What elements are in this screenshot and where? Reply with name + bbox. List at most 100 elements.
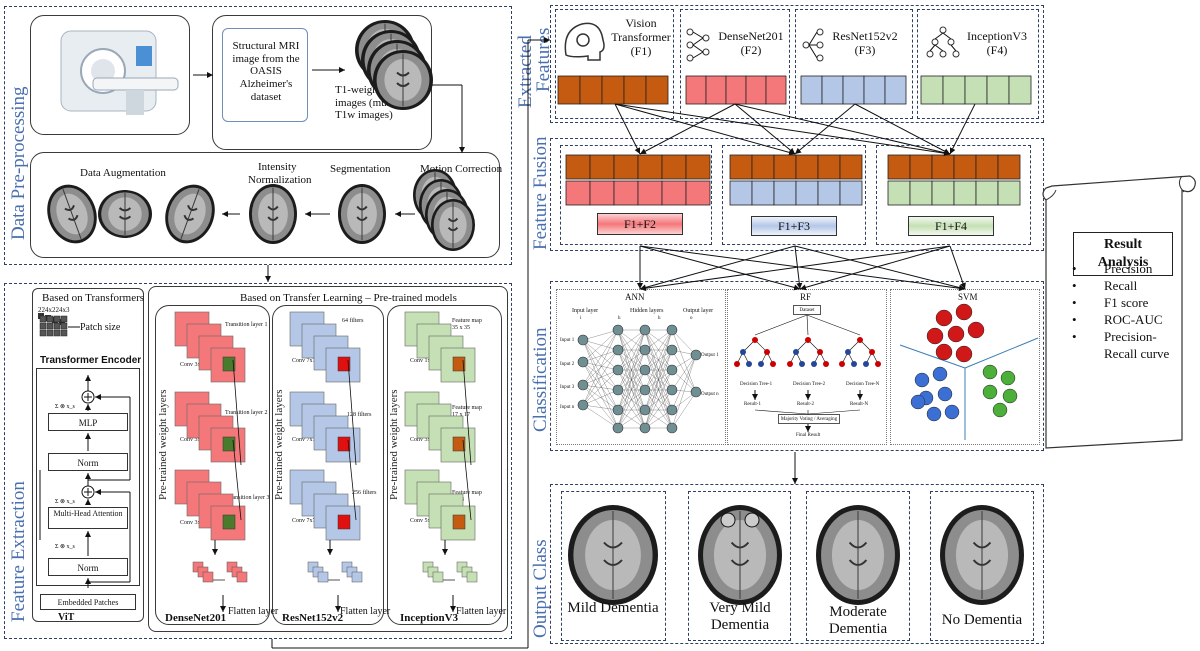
- network-icon: [686, 28, 710, 62]
- fusion3-bottom-cell-5: [997, 180, 1021, 206]
- resnet-block-1-accent: [337, 356, 351, 372]
- output-mild-dementia-label: Mild Dementia: [567, 600, 659, 616]
- net-node-4: [702, 48, 710, 56]
- ann-edge: [582, 339, 619, 391]
- normalization-brain: [249, 184, 297, 244]
- input-size-label: 224x224x3: [38, 306, 70, 314]
- fusion3-top-cell-4: [975, 154, 999, 180]
- ann-node-0-2: [577, 379, 589, 391]
- ann-edge: [582, 329, 619, 406]
- vit-eq-3: Σ ⊗ x_s: [55, 544, 76, 550]
- classification-panel: [550, 281, 1044, 451]
- ann-edge: [644, 389, 673, 411]
- vit-norm-block-1: Norm: [48, 453, 128, 471]
- rf-result-2-label: Result-2: [797, 402, 814, 407]
- ann-node-1-1: [612, 344, 624, 356]
- rf-tree0-node-2: [764, 349, 770, 355]
- fusion-label-f1-f3: F1+F3: [751, 216, 837, 236]
- rf-title: RF: [800, 292, 812, 302]
- step-data-augmentation: Data Augmentation: [80, 167, 166, 179]
- output-box-no-dementia: [930, 491, 1034, 641]
- rf-final-result-label: Final Result: [796, 433, 821, 438]
- ann-edge: [582, 384, 619, 429]
- ann-edge: [617, 329, 646, 391]
- ann-edge: [582, 339, 619, 351]
- mri-scanner-icon: [60, 30, 179, 115]
- rf-majority-voting-box: Majority Voting / Averaging: [778, 414, 840, 424]
- fusion3-top-cell-2: [931, 154, 955, 180]
- ann-node-1-5: [612, 422, 624, 434]
- very-mild-eye-right: [744, 512, 760, 528]
- output-moderate-dementia-label: Moderate Dementia: [828, 604, 888, 637]
- ann-node-0-0: [577, 334, 589, 346]
- resnet-label-6: Conv 7x7: [292, 518, 316, 524]
- fusion3-bottom-cell-0: [887, 180, 911, 206]
- f1-vector-cell-2: [601, 75, 625, 105]
- ann-node-3-4: [666, 404, 678, 416]
- inception-flat-a-2: [432, 571, 444, 583]
- ann-input-1: Input 1: [560, 338, 575, 343]
- densenet-label-6: Conv 3x3: [180, 520, 204, 526]
- densenet-label-3: Transition layer 2: [225, 410, 268, 416]
- ann-edge: [644, 369, 673, 429]
- ann-index-h1: h: [618, 316, 621, 321]
- f2-feature-box: [680, 9, 790, 119]
- ann-edge: [671, 354, 697, 411]
- ann-edge: [582, 329, 619, 363]
- rf-tree0-node-6: [770, 361, 776, 367]
- t1-stack-brain-3: [373, 50, 433, 110]
- ann-edge: [582, 361, 619, 429]
- ann-edge: [617, 389, 646, 429]
- rf-root-edge-2: [806, 314, 861, 336]
- ann-edge: [644, 389, 673, 429]
- output-very-mild-dementia-label: Very Mild Dementia: [709, 600, 771, 633]
- net-e3: [692, 44, 704, 53]
- rf-tree2-node-3: [839, 361, 845, 367]
- inception-extract-panel: [387, 305, 502, 625]
- inception-block-2-accent: [452, 436, 466, 452]
- fusion1-top-cell-4: [661, 154, 687, 180]
- patch-1-2: [53, 322, 61, 330]
- fusion3-top-cell-1: [909, 154, 933, 180]
- fusion2-bottom-cell-0: [729, 180, 753, 206]
- f2-vector-cell-2: [725, 75, 747, 105]
- densenet-label-1: Transition layer 1: [225, 322, 268, 328]
- rf-tree0-node-0: [752, 337, 758, 343]
- preprocessing-steps-panel: [30, 152, 500, 258]
- vit-norm-block-2: Norm: [48, 558, 128, 576]
- f3-name: ResNet152v2 (F3): [832, 29, 898, 57]
- result-analysis-title-box: Result Analysis: [1073, 232, 1173, 276]
- fusion2-top-cell-1: [751, 154, 775, 180]
- f1-feature-box: [555, 9, 674, 119]
- augmentation-brain-1: [47, 184, 97, 244]
- fusion-label-f1-f4: F1+F4: [908, 216, 994, 236]
- ann-node-2-0: [639, 324, 651, 336]
- tree-node-3: [939, 50, 947, 58]
- svm-hyperplane-1: [899, 344, 966, 369]
- ann-edge: [582, 329, 619, 386]
- densenet-block-3-accent: [222, 514, 236, 530]
- branch-leaf-0: [816, 28, 824, 36]
- tree-e2: [942, 32, 952, 40]
- ann-node-3-0: [666, 324, 678, 336]
- ann-edge: [617, 329, 646, 371]
- output-brain-moderate: [816, 505, 900, 605]
- f3-vector-cell-2: [842, 75, 865, 105]
- f2-name: DenseNet201 (F2): [718, 29, 784, 57]
- fusion1-bottom-cell-2: [613, 180, 639, 206]
- rf-tree2-node-6: [875, 361, 881, 367]
- ann-node-1-3: [612, 384, 624, 396]
- ann-edge: [582, 361, 619, 411]
- densenet-label-4: Conv 3x3: [180, 437, 204, 443]
- ann-output-1: Output 1: [701, 353, 719, 358]
- svm-red-6: [955, 345, 973, 363]
- vit-mlp-block: MLP: [48, 413, 128, 431]
- resnet-extract-panel: [272, 305, 384, 625]
- arrow-f2-cross-2: [734, 103, 951, 156]
- very-mild-eye-left: [720, 512, 736, 528]
- output-class-panel: [550, 484, 1044, 644]
- net-e1: [692, 31, 704, 39]
- arrow-fusion1-to-cls0: [639, 245, 796, 291]
- fusion2-bottom-cell-5: [839, 180, 863, 206]
